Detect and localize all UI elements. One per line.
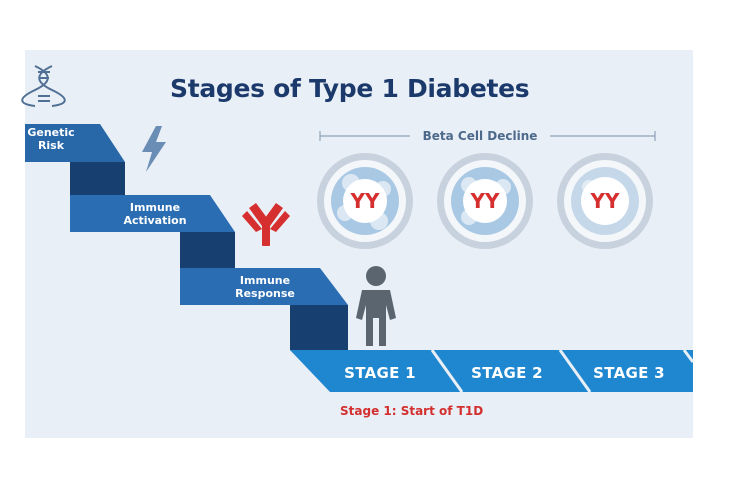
step-shadow-1 bbox=[70, 162, 125, 195]
stage-1-label: STAGE 1 bbox=[344, 364, 416, 382]
stage-2-label: STAGE 2 bbox=[471, 364, 543, 382]
antibody-icon bbox=[242, 203, 290, 246]
person-icon bbox=[356, 266, 396, 346]
svg-text:YY: YY bbox=[350, 189, 380, 213]
step-label-line: Immune bbox=[239, 274, 291, 287]
step-label-line: Immune bbox=[129, 201, 181, 214]
step-label-line: Response bbox=[235, 287, 295, 300]
stage-divider-3 bbox=[682, 349, 695, 363]
staircase bbox=[25, 124, 695, 393]
svg-text:YY: YY bbox=[590, 189, 620, 213]
svg-text:YY: YY bbox=[470, 189, 500, 213]
beta-cell-decline-label: Beta Cell Decline bbox=[410, 129, 550, 143]
stage-1-caption: Stage 1: Start of T1D bbox=[340, 404, 484, 418]
beta-cell-icon: YY bbox=[317, 153, 413, 249]
stage-divider-2 bbox=[558, 349, 592, 393]
step-label-line: Genetic bbox=[27, 126, 75, 139]
beta-cell-icon: YY bbox=[437, 153, 533, 249]
page-title: Stages of Type 1 Diabetes bbox=[170, 74, 530, 103]
step-label-genetic-risk: Genetic Risk bbox=[25, 126, 77, 152]
stage-3-label: STAGE 3 bbox=[593, 364, 665, 382]
step-shadow-3 bbox=[290, 305, 348, 350]
lightning-bolt-icon bbox=[142, 126, 166, 172]
step-label-immune-activation: Immune Activation bbox=[118, 201, 192, 227]
step-shadow-2 bbox=[180, 232, 235, 268]
step-immune-activation bbox=[70, 195, 235, 232]
step-genetic-risk bbox=[25, 124, 125, 162]
beta-cell-icon: YY bbox=[557, 153, 653, 249]
step-label-line: Risk bbox=[37, 139, 65, 152]
step-label-immune-response: Immune Response bbox=[228, 274, 302, 300]
stage-bar bbox=[290, 350, 693, 392]
stage-divider-1 bbox=[430, 349, 464, 393]
step-label-line: Activation bbox=[123, 214, 187, 227]
dna-icon bbox=[21, 65, 66, 107]
step-immune-response bbox=[180, 268, 348, 305]
